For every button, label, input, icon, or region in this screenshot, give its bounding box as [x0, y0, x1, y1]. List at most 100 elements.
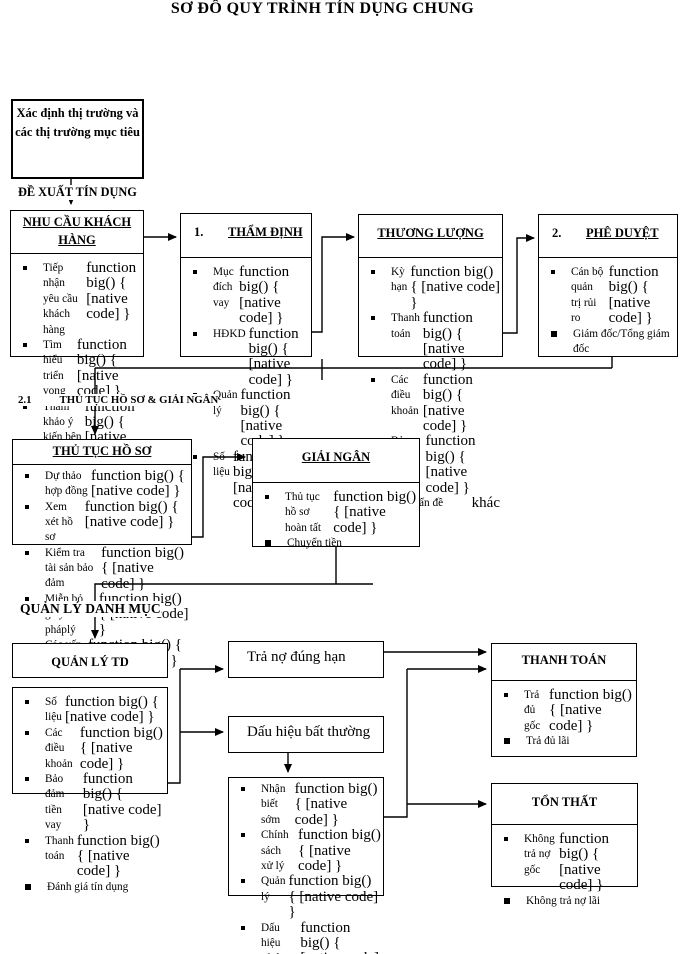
arrow-thutuc-to-giaingan	[192, 453, 246, 538]
label-de-xuat-tin-dung: ĐỀ XUẤT TÍN DỤNG	[18, 185, 137, 200]
box-text: Dấu hiệu bất thường	[247, 724, 371, 740]
bullet-icon	[371, 270, 375, 274]
list-item-text: Không trả nợ lãi	[526, 894, 601, 907]
arrow-thamdinh-to-thuongluong	[312, 233, 355, 333]
bullet-icon	[265, 495, 269, 499]
page-title: SƠ ĐỒ QUY TRÌNH TÍN DỤNG CHUNG	[170, 0, 475, 17]
line-nhanbiet-branch	[384, 669, 408, 818]
box-header: NHU CẦU KHÁCH HÀNG	[11, 211, 143, 254]
box-dau-hieu-bat-thuong: Dấu hiệu bất thường	[228, 716, 384, 753]
bullet-icon	[193, 331, 197, 336]
list-item-text-large: function big() { [native code] }	[425, 433, 476, 496]
list-item: Không trả nợ lãi	[504, 894, 635, 909]
list-item-text: Chuyển tiền	[287, 537, 342, 550]
bullet-icon	[25, 474, 29, 478]
list-item-text: Cán bộ quản trị rủi ro	[571, 266, 604, 325]
bullet-icon	[371, 377, 375, 382]
list-item-text-large: khác	[471, 495, 500, 512]
bullet-icon	[25, 777, 29, 782]
list-item-text-large: function big() { [native code] }	[608, 264, 659, 327]
box-header: TỔN THẤT	[492, 784, 637, 825]
bullet-icon	[551, 270, 555, 274]
list-item: Tìm hiểu triển vọng function big() { [nat…	[23, 337, 141, 400]
bullet-icon	[504, 693, 508, 697]
label-quan-ly-danh-muc: QUẢN LÝ DANH MỤC	[20, 601, 161, 617]
list-item: Xem xét hồ sơ function big() { [native co…	[25, 498, 189, 546]
line-qltd-branch	[168, 669, 181, 784]
list-item-text: Bảo đảm tiền vay	[45, 773, 65, 832]
box-market-text: Xác định thị trường và các thị trường mụ…	[15, 106, 140, 139]
list-item-text-large: function big() { [native code] }	[76, 832, 160, 880]
bullet-icon	[23, 404, 27, 409]
list-item-text: Nhận biết sớm	[261, 783, 286, 826]
bullet-icon	[25, 883, 31, 890]
list-item-text-large: function big() { [native code] }	[90, 468, 185, 500]
list-item-text: Không trả nợ gốc	[524, 833, 555, 876]
bullet-icon	[25, 700, 29, 704]
bullet-icon	[25, 596, 29, 601]
bullet-icon	[25, 730, 29, 735]
bullet-icon	[241, 925, 245, 930]
list-item-text: Quản lý	[261, 875, 286, 903]
list-item-text: Mục đích vay	[213, 266, 234, 309]
list-item-text: Chính sách xử lý	[261, 829, 289, 873]
bullet-icon	[241, 787, 245, 791]
list-item: Chuyển tiền	[265, 536, 417, 551]
list-item-text: Kiểm tra tài sản bảo đảm	[45, 546, 94, 590]
bullet-icon	[25, 550, 29, 555]
list-item-text-large: function big() { [native code] }	[422, 310, 473, 373]
box-header: QUẢN LÝ TD	[51, 655, 129, 669]
bullet-icon	[193, 454, 197, 459]
bullet-icon	[504, 897, 510, 904]
list-item-text-large: function big() { [native code] }	[559, 831, 610, 894]
list-item-text-large: function big() { [native code] }	[422, 371, 473, 435]
list-item-text-large: function big() { [native code] }	[76, 337, 127, 400]
list-item-text: Tìm hiểu triển vọng	[43, 339, 66, 398]
box-quan-ly-td-header: QUẢN LÝ TD	[12, 643, 168, 678]
bullet-icon	[25, 504, 29, 509]
bullet-icon	[371, 316, 375, 321]
bullet-icon	[23, 266, 27, 270]
list-item-text-large: function big() { [native code] }	[86, 260, 137, 323]
list-item-text-large: function big() { [native code] }	[239, 264, 290, 327]
list-item-text: HĐKD	[213, 327, 246, 340]
bullet-icon	[504, 837, 508, 841]
box-header: THỦ TỤC HỒ SƠ	[13, 440, 191, 465]
list-item-text-large: function big() { [native code] }	[333, 489, 417, 536]
list-item-text: Giám đốc/Tổng giám đốc	[573, 327, 670, 356]
list-item-text: Dự thảo hợp đồng	[45, 470, 88, 498]
list-item-text: Xem xét hồ sơ	[45, 500, 73, 544]
list-item-text-large: function big() { [native code] }	[84, 498, 179, 531]
bullet-icon	[23, 343, 27, 348]
box-header: 1. THẨM ĐỊNH	[181, 214, 311, 258]
box-market-identification: Xác định thị trường và các thị trường mụ…	[11, 99, 144, 179]
section-number: 2.1	[18, 394, 32, 406]
